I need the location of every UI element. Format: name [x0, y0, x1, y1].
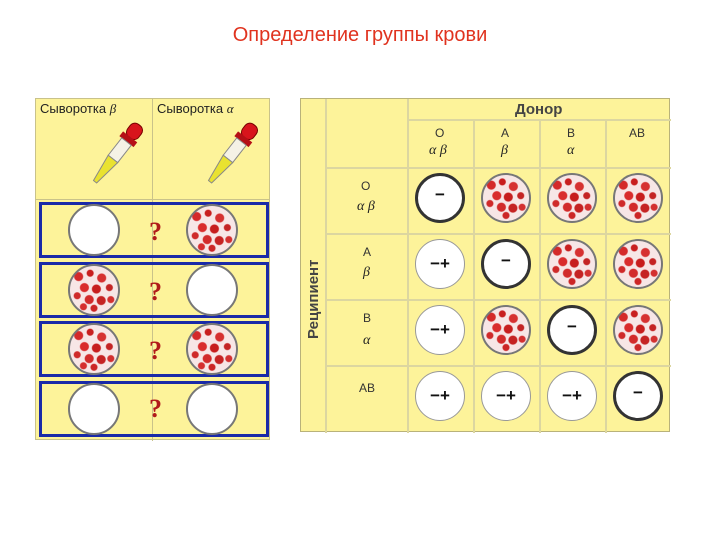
sample-disc-clear — [68, 204, 120, 256]
result-sign: −+ — [430, 386, 450, 405]
donor-label: Донор — [515, 101, 563, 118]
donor-group-o: O — [435, 126, 445, 140]
sample-disc-agglutinated — [68, 264, 120, 316]
test-row — [39, 381, 269, 437]
donor-group-a: A — [501, 126, 510, 140]
donor-antibodies-o: α β — [429, 143, 447, 158]
recipient-group-ab: AB — [359, 381, 376, 395]
row-divider — [36, 199, 269, 200]
greek-alpha: α — [226, 101, 234, 116]
grid-line — [325, 365, 671, 367]
result-partial — [415, 305, 465, 355]
sample-disc-agglutinated — [186, 204, 238, 256]
sample-disc-clear — [186, 383, 238, 435]
serum-test-panel: Сыворотка β Сыворотка α ? ? ? — [35, 98, 270, 441]
result-agglutination — [481, 173, 531, 223]
grid-line — [539, 121, 541, 433]
sample-disc-agglutinated — [186, 323, 238, 375]
sample-disc-clear — [68, 383, 120, 435]
sample-disc-clear — [186, 264, 238, 316]
recipient-group-b: B — [363, 311, 372, 325]
result-agglutination — [613, 305, 663, 355]
result-partial — [547, 371, 597, 421]
unknown-group-mark: ? — [149, 217, 162, 246]
compatibility-table: Донор Реципиент O α β A β B α AB O α β A… — [300, 98, 671, 433]
result-sign: − — [567, 317, 577, 336]
recipient-antibodies-b: α — [363, 333, 371, 348]
sample-disc-agglutinated — [68, 323, 120, 375]
grid-line — [325, 99, 327, 433]
result-agglutination — [481, 305, 531, 355]
test-row — [39, 321, 269, 377]
unknown-group-mark: ? — [149, 394, 162, 423]
result-agglutination — [613, 173, 663, 223]
recipient-antibodies-a: β — [363, 265, 370, 280]
result-agglutination — [547, 239, 597, 289]
recipient-antibodies-o: α β — [357, 199, 375, 214]
grid-line — [325, 167, 671, 169]
donor-group-b: B — [567, 126, 576, 140]
result-sign: −+ — [496, 386, 516, 405]
unknown-group-mark: ? — [149, 277, 162, 306]
result-sign: −+ — [430, 320, 450, 339]
result-no-agglutination — [547, 305, 597, 355]
pipette-icon — [92, 122, 143, 184]
recipient-group-a: A — [363, 245, 372, 259]
result-partial — [481, 371, 531, 421]
grid-line — [325, 233, 671, 235]
serum-label: Сыворотка — [157, 101, 224, 116]
result-no-agglutination — [415, 173, 465, 223]
result-agglutination — [613, 239, 663, 289]
grid-line — [407, 119, 671, 121]
grid-line — [605, 121, 607, 433]
donor-group-ab: AB — [629, 126, 646, 140]
result-no-agglutination — [481, 239, 531, 289]
result-no-agglutination — [613, 371, 663, 421]
result-sign: −+ — [430, 254, 450, 273]
page-title: Определение группы крови — [232, 24, 488, 46]
serum-label: Сыворотка — [40, 101, 107, 116]
result-partial — [415, 371, 465, 421]
test-row — [39, 262, 269, 318]
serum-alpha-header: Сыворотка α — [157, 101, 234, 117]
recipient-label: Реципиент — [305, 259, 322, 339]
grid-line — [325, 299, 671, 301]
result-sign: − — [435, 185, 445, 204]
grid-line — [473, 121, 475, 433]
serum-beta-header: Сыворотка β — [40, 101, 116, 117]
result-sign: − — [501, 251, 511, 270]
pipette-icon — [207, 122, 258, 184]
recipient-group-o: O — [361, 179, 371, 193]
greek-beta: β — [109, 101, 117, 116]
result-sign: −+ — [562, 386, 582, 405]
result-partial — [415, 239, 465, 289]
column-divider — [152, 99, 153, 441]
unknown-group-mark: ? — [149, 336, 162, 365]
donor-antibodies-b: α — [567, 143, 575, 158]
result-sign: − — [633, 383, 643, 402]
donor-antibodies-a: β — [501, 143, 508, 158]
grid-line — [407, 99, 409, 433]
test-row — [39, 202, 269, 258]
result-agglutination — [547, 173, 597, 223]
